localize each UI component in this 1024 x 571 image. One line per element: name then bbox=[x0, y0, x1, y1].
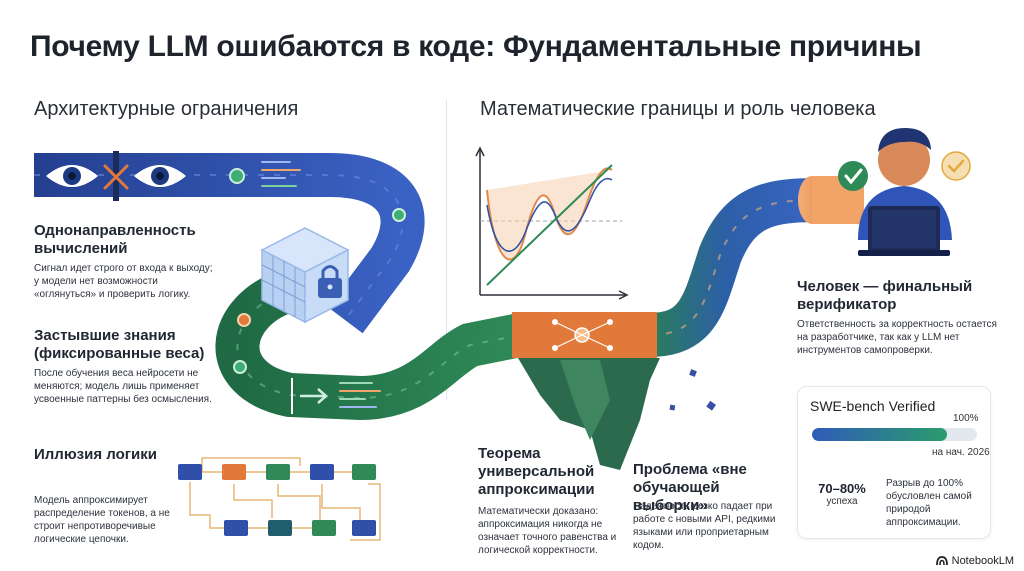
swe-bench-title: SWE-bench Verified bbox=[810, 398, 936, 414]
blue-pipe bbox=[34, 153, 425, 334]
cross-icon bbox=[103, 164, 129, 190]
check-icon bbox=[838, 161, 868, 191]
node-dot bbox=[392, 208, 406, 222]
out-of-sample-text: Надежность резко падает при работе с нов… bbox=[633, 501, 776, 551]
swe-bench-card bbox=[797, 386, 991, 539]
theorem-text: Математически доказано: аппроксимация ни… bbox=[478, 506, 617, 556]
one-way-title: Однонаправленность вычислений bbox=[34, 222, 196, 257]
node-dot bbox=[237, 313, 251, 327]
bar-max-label: 100% bbox=[953, 413, 979, 424]
frozen-knowledge-text: После обучения веса нейросети не меняютс… bbox=[34, 368, 212, 405]
swe-bench-bar-fill bbox=[812, 428, 948, 441]
developer-illustration bbox=[858, 128, 952, 256]
logic-illusion-text: Модель аппроксимирует распределение токе… bbox=[34, 495, 170, 545]
code-lines bbox=[261, 161, 301, 187]
right-pipe bbox=[648, 178, 821, 357]
gauge-value: 70–80% bbox=[818, 481, 866, 496]
human-verifier-title: Человек — финальный верификатор bbox=[797, 278, 973, 313]
notebooklm-logo-icon bbox=[935, 556, 948, 566]
section-divider bbox=[446, 100, 447, 400]
locked-cube-icon bbox=[260, 227, 350, 324]
arrow-icon bbox=[300, 388, 328, 404]
gauge-subtitle: успеха bbox=[826, 496, 858, 507]
right-section-heading: Математические границы и роль человека bbox=[480, 98, 876, 120]
code-lines bbox=[339, 382, 381, 408]
theorem-title: Теорема универсальной аппроксимации bbox=[478, 445, 595, 498]
swe-bench-bar bbox=[812, 428, 977, 441]
node-dot bbox=[233, 360, 247, 374]
logic-flow-diagram bbox=[178, 457, 381, 541]
eye-icon bbox=[46, 165, 98, 187]
out-of-sample-title: Проблема «вне обучающей выборки» bbox=[633, 461, 747, 514]
brand-name: NotebookLM bbox=[951, 555, 1014, 567]
network-node-icon bbox=[552, 319, 613, 351]
frozen-knowledge-title: Застывшие знания (фиксированные веса) bbox=[34, 327, 205, 362]
check-bubble-icon bbox=[941, 151, 971, 181]
one-way-text: Сигнал идет строго от входа к выходу; у … bbox=[34, 263, 213, 300]
eye-icon bbox=[134, 165, 186, 187]
brand-footer: NotebookLM bbox=[935, 555, 1014, 567]
bench-note: Разрыв до 100% обусловлен самой природой… bbox=[886, 478, 972, 528]
approximation-graph bbox=[475, 146, 629, 300]
logic-illusion-title: Иллюзия логики bbox=[34, 446, 157, 463]
bar-date-label: на нач. 2026 bbox=[932, 447, 990, 458]
node-dot bbox=[229, 168, 245, 184]
page-title: Почему LLM ошибаются в коде: Фундаментал… bbox=[30, 30, 922, 63]
left-section-heading: Архитектурные ограничения bbox=[34, 98, 299, 120]
human-verifier-text: Ответственность за корректность остается… bbox=[797, 319, 997, 356]
